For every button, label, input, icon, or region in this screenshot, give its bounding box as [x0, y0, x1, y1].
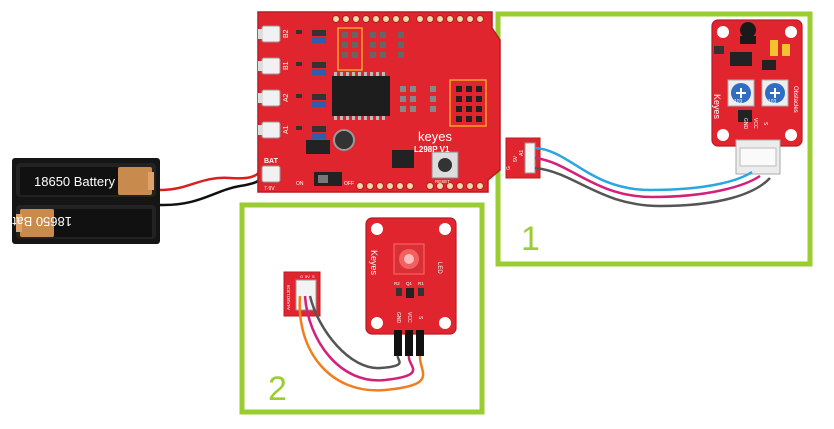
battery-wire-black [159, 176, 263, 207]
panel-1-adapter: G 5V A1 [505, 137, 541, 179]
motor-terminal-b1: B1 [258, 57, 290, 75]
battery-cell-bottom [54, 209, 152, 237]
svg-text:VCC: VCC [406, 312, 412, 323]
wire-magenta-led-vcc [303, 295, 415, 382]
svg-text:S: S [417, 316, 423, 320]
wire-orange-led-signal [298, 295, 425, 392]
svg-text:G: G [300, 274, 303, 279]
panel-1-number: 1 [521, 220, 540, 258]
motor-shield-board: B2 B1 A2 A1 [257, 11, 501, 193]
reset-button [431, 151, 459, 179]
svg-text:S: S [312, 274, 315, 279]
wire-blue-signal [534, 146, 753, 192]
potentiometer-1 [727, 79, 755, 107]
top-header-pins [332, 15, 484, 23]
panel-2-frame [239, 202, 485, 415]
svg-text:5V: 5V [305, 274, 310, 279]
svg-text:A2: A2 [283, 93, 290, 102]
obstacle-sensor-module: 103 103 Keyes Obstacles GND VCC S [711, 19, 803, 175]
voltage-label: 7-9V [264, 186, 275, 192]
svg-text:5V: 5V [513, 155, 519, 162]
svg-text:G: G [506, 166, 512, 170]
svg-text:GND: GND [395, 312, 401, 324]
motor-terminal-a1: A1 [258, 121, 290, 139]
battery-wire-red [159, 170, 263, 192]
ir-receiver [740, 22, 756, 38]
battery-cell-top [20, 167, 118, 195]
led-name: LED [436, 262, 442, 274]
led-component [393, 243, 425, 275]
led-brand: Keyes [369, 250, 379, 276]
svg-text:Q1: Q1 [406, 281, 413, 286]
panel-2-number: 2 [268, 370, 287, 408]
obstacle-name: Obstacles [792, 86, 798, 113]
header-block-2 [449, 79, 487, 127]
power-switch [314, 172, 342, 186]
wire-magenta-vcc [534, 156, 761, 199]
motor-terminal-a2: A2 [258, 89, 290, 107]
ic-chip [730, 52, 752, 66]
header-block-1 [337, 27, 363, 71]
bat-label: BAT [264, 158, 279, 165]
shield-model: L298P V1 [414, 145, 450, 154]
motor-terminal-b2: B2 [258, 25, 290, 43]
wire-gray-gnd [534, 166, 771, 208]
bottom-header-pins [356, 182, 484, 190]
driver-chip [332, 76, 390, 116]
reset-label: RESET [435, 179, 450, 184]
battery-label-bottom: 18650 Battery [0, 214, 72, 229]
switch-on-label: ON [296, 181, 304, 187]
pot-label-1: 103 [734, 99, 743, 105]
svg-text:A1: A1 [519, 150, 525, 156]
svg-text:GND: GND [742, 118, 748, 130]
svg-text:A4A5D13D9: A4A5D13D9 [286, 284, 291, 310]
led-module: Keyes LED R2 Q1 R1 GND VCC S [365, 217, 457, 356]
wire-gray-led-gnd [308, 295, 401, 370]
led-header-pins [394, 330, 424, 356]
svg-text:B1: B1 [283, 61, 290, 70]
capacitor [333, 129, 355, 151]
svg-text:B2: B2 [283, 29, 290, 38]
switch-off-label: OFF [344, 181, 354, 187]
battery-label-top: 18650 Battery [34, 174, 115, 189]
svg-text:S: S [762, 122, 768, 126]
obstacle-brand: Keyes [712, 94, 722, 120]
svg-text:VCC: VCC [752, 118, 758, 129]
svg-text:A1: A1 [283, 125, 290, 134]
pot-label-2: 103 [768, 99, 777, 105]
potentiometer-2 [761, 79, 789, 107]
svg-text:R1: R1 [418, 281, 424, 286]
shield-brand: keyes [418, 129, 452, 144]
battery-holder: 18650 Battery 18650 Battery [0, 158, 160, 244]
svg-text:R2: R2 [394, 281, 400, 286]
bat-connector [261, 165, 281, 183]
